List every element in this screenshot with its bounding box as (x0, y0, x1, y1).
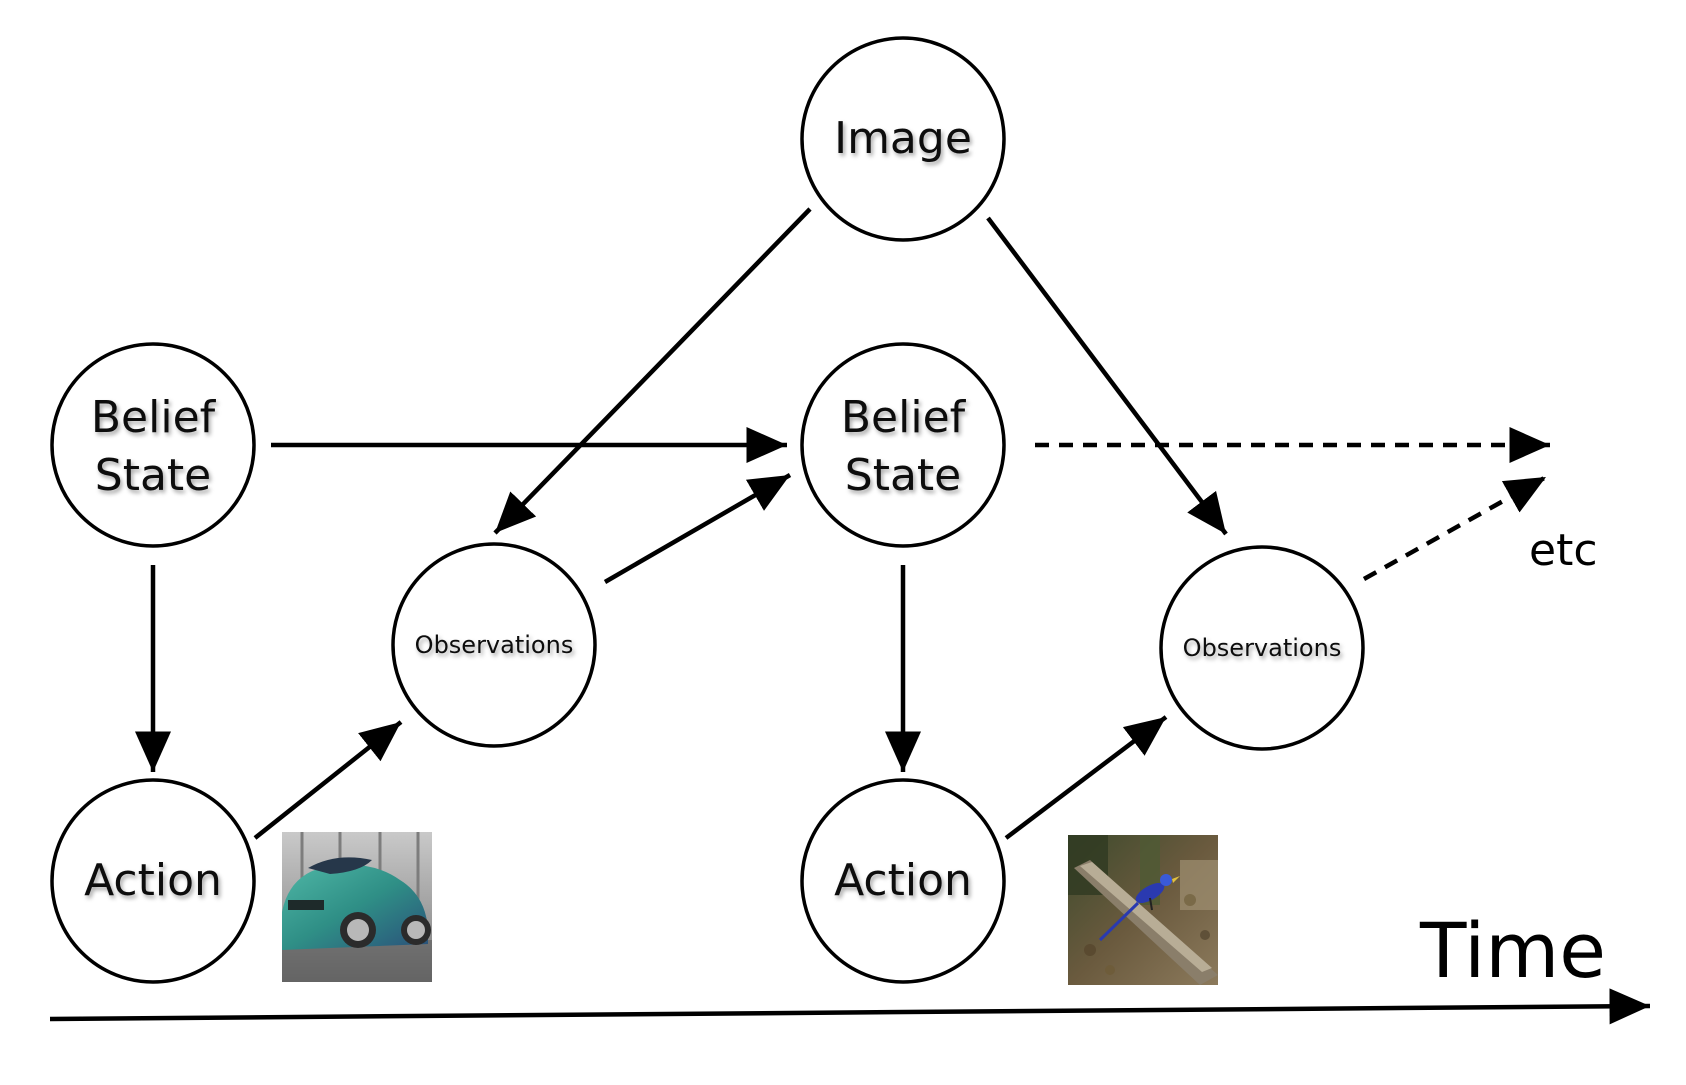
edge-action-2-to-observations-2 (1004, 715, 1168, 840)
node-belief-state-1-label-line-1: Belief (91, 392, 217, 443)
edge-observations-2-to-etc (1362, 475, 1548, 581)
node-observations-1: Observations (391, 542, 597, 748)
node-belief-state-2: Belief State (800, 342, 1006, 548)
bird-photo-thumbnail (1068, 835, 1218, 985)
time-axis-arrow (49, 988, 1651, 1025)
node-action-1: Action (50, 778, 256, 984)
node-image: Image (800, 36, 1006, 242)
time-label: Time (1419, 906, 1606, 995)
node-observations-2-label: Observations (1183, 634, 1342, 662)
node-observations-1-label: Observations (415, 631, 574, 659)
edge-image-to-observations-1 (493, 207, 812, 535)
node-belief-state-1-label-line-2: State (95, 450, 211, 501)
edge-observations-1-to-belief-state-2 (603, 473, 792, 584)
node-action-2-label: Action (834, 855, 972, 906)
node-image-label: Image (834, 113, 972, 164)
node-belief-state-2-label-line-1: Belief (841, 392, 967, 443)
node-observations-2: Observations (1159, 545, 1365, 751)
node-belief-state-2-label-line-2: State (845, 450, 961, 501)
node-belief-state-1: Belief State (50, 342, 256, 548)
edges (135, 207, 1550, 840)
node-action-1-label: Action (84, 855, 222, 906)
edge-action-1-to-observations-1 (253, 720, 403, 840)
node-action-2: Action (800, 778, 1006, 984)
etc-label: etc (1529, 525, 1598, 576)
edge-image-to-observations-2 (986, 216, 1228, 536)
car-photo-thumbnail (282, 832, 432, 982)
